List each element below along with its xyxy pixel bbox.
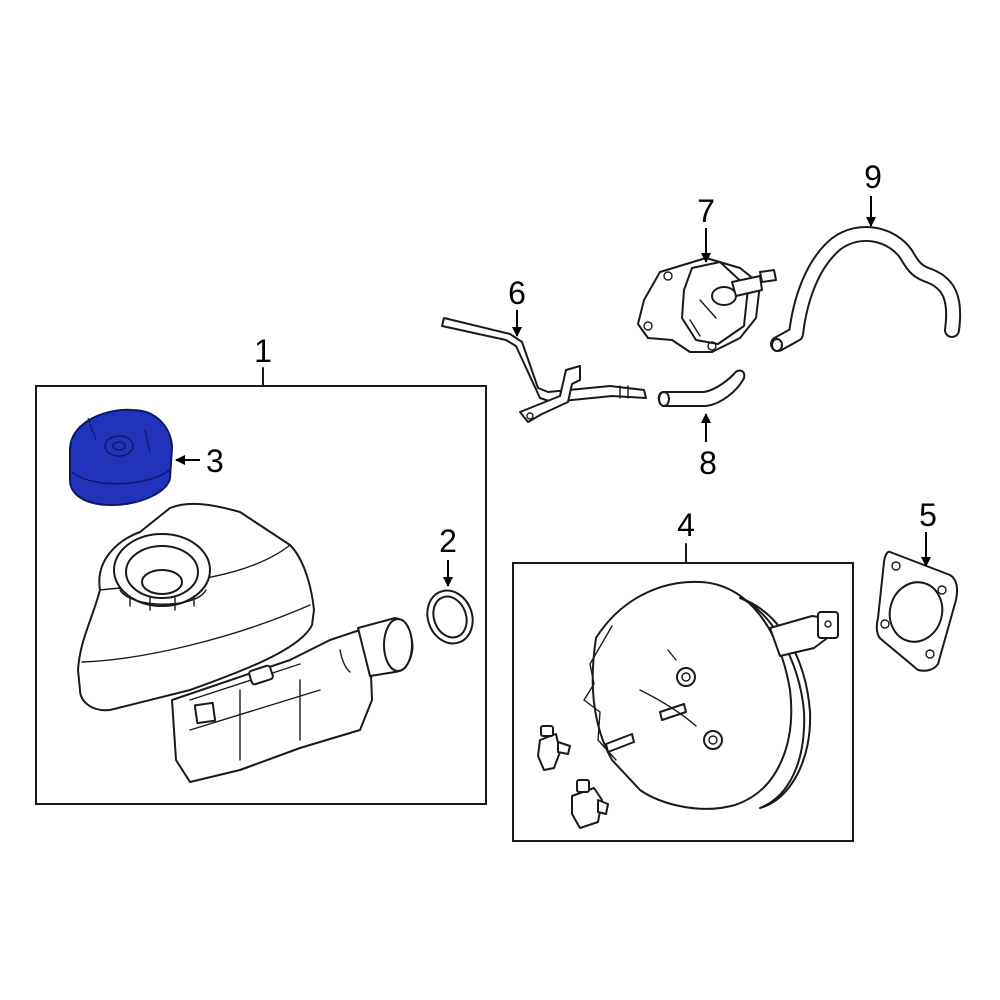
vacuum-hose-part-9[interactable] [770, 225, 962, 352]
master-cylinder-part-1[interactable] [77, 502, 414, 783]
booster-stud [659, 703, 687, 721]
callout-8[interactable]: 8 [699, 445, 717, 481]
callout-4[interactable]: 4 [677, 507, 695, 543]
seal-ring-part-2[interactable] [420, 584, 480, 650]
vacuum-tube-bracket [519, 365, 581, 423]
vacuum-pump-part-7[interactable] [637, 257, 777, 353]
gasket-part-5[interactable] [875, 550, 959, 672]
gasket-center-hole [888, 581, 944, 643]
callout-5[interactable]: 5 [919, 497, 937, 533]
booster-shell [591, 580, 793, 810]
callout-3[interactable]: 3 [206, 443, 224, 479]
callout-2[interactable]: 2 [439, 523, 457, 559]
reservoir-cap-body [69, 408, 174, 507]
booster-check-valve[interactable] [537, 725, 571, 771]
booster-mount-hole [676, 667, 696, 687]
master-cylinder-body [171, 629, 373, 783]
reservoir-cap-top-nub [104, 435, 134, 457]
vacuum-pump-port [711, 286, 737, 306]
vacuum-hose-part-8[interactable] [657, 369, 746, 407]
brake-booster-part-4[interactable] [583, 580, 839, 810]
callout-7[interactable]: 7 [697, 193, 715, 229]
booster-sensor-connector[interactable] [571, 779, 609, 829]
callout-1[interactable]: 1 [254, 333, 272, 369]
group-box-4 [512, 562, 854, 842]
vacuum-tube-part-6[interactable] [441, 317, 647, 423]
vacuum-tube [441, 317, 647, 403]
callout-9[interactable]: 9 [864, 159, 882, 195]
booster-stud [605, 733, 635, 753]
booster-mount-hole [703, 730, 723, 750]
callout-6[interactable]: 6 [508, 275, 526, 311]
vacuum-hose-short [657, 369, 746, 407]
reservoir-cap-part-3[interactable] [69, 408, 174, 507]
group-box-1 [35, 385, 487, 805]
seal-ring-inner [432, 595, 468, 639]
